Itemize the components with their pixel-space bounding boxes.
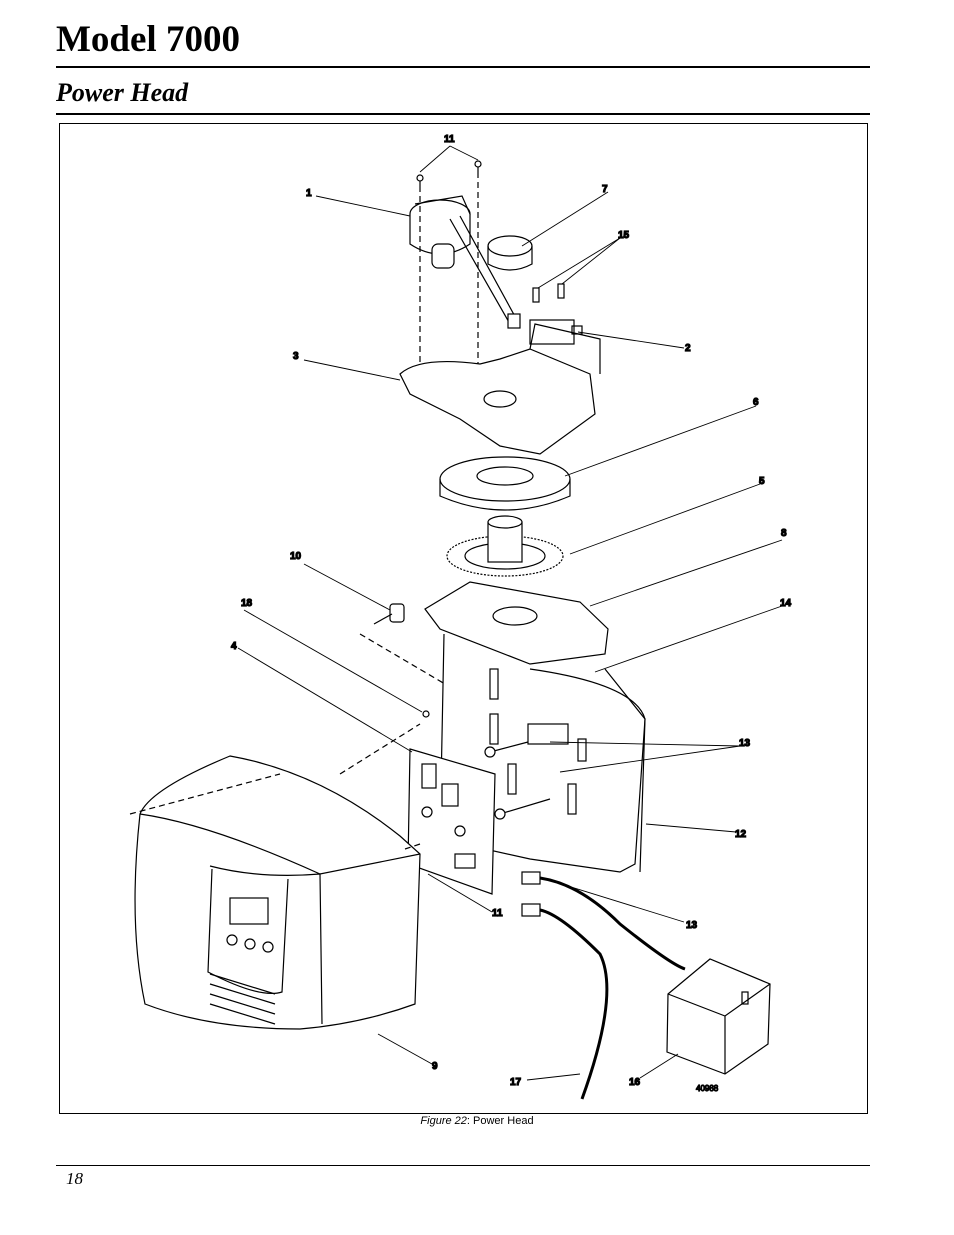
- page-title: Model 7000: [56, 19, 240, 60]
- figure-caption: Figure 22: Power Head: [0, 1115, 954, 1127]
- exploded-diagram: 11 1 7 15 2 3 6 5 8 10 18 14 4 13 12 11 …: [129, 133, 792, 1100]
- transformer-part: [666, 958, 771, 1075]
- motor-part: [409, 195, 521, 329]
- leader-lines: [237, 145, 783, 1081]
- title-rule: [56, 66, 870, 68]
- callout-4: 4: [231, 641, 237, 652]
- callout-1: 1: [306, 188, 312, 199]
- callout-13-lower: 13: [686, 920, 698, 931]
- figure-caption-separator: :: [466, 1115, 474, 1127]
- callout-7: 7: [602, 184, 608, 195]
- callout-10: 10: [290, 551, 302, 562]
- callout-17: 17: [510, 1077, 522, 1088]
- callout-5: 5: [759, 476, 765, 487]
- section-rule: [56, 113, 870, 115]
- section-title: Power Head: [56, 78, 189, 107]
- figure-frame: 11 1 7 15 2 3 6 5 8 10 18 14 4 13 12 11 …: [59, 123, 868, 1114]
- callout-2: 2: [685, 343, 691, 354]
- callout-16: 16: [629, 1077, 641, 1088]
- page-number: 18: [66, 1169, 83, 1188]
- callout-12: 12: [735, 829, 747, 840]
- circuit-board-part: [407, 748, 496, 895]
- knob-part: [359, 603, 446, 718]
- screws-part: [484, 741, 551, 820]
- footer-rule: [56, 1165, 870, 1166]
- callout-8: 8: [781, 528, 787, 539]
- drawing-number: 40988: [696, 1084, 719, 1093]
- cam-part: [487, 235, 533, 271]
- callout-11-top: 11: [444, 134, 455, 145]
- encoder-part: [446, 515, 564, 577]
- figure-caption-label: Figure 22: [420, 1115, 467, 1127]
- figure-caption-text: Power Head: [473, 1115, 534, 1127]
- switch-part: [529, 283, 583, 345]
- screw-part-top: [416, 160, 482, 384]
- drive-bracket-part: [399, 323, 601, 455]
- callout-11-lower: 11: [492, 908, 503, 919]
- callout-3: 3: [293, 351, 299, 362]
- callout-15: 15: [618, 230, 630, 241]
- callout-13-upper: 13: [739, 738, 751, 749]
- callout-6: 6: [753, 397, 759, 408]
- main-gear-part: [439, 456, 571, 511]
- cover-part: [129, 723, 421, 1030]
- callout-9: 9: [432, 1061, 438, 1072]
- callout-14: 14: [780, 598, 792, 609]
- callout-18: 18: [241, 598, 253, 609]
